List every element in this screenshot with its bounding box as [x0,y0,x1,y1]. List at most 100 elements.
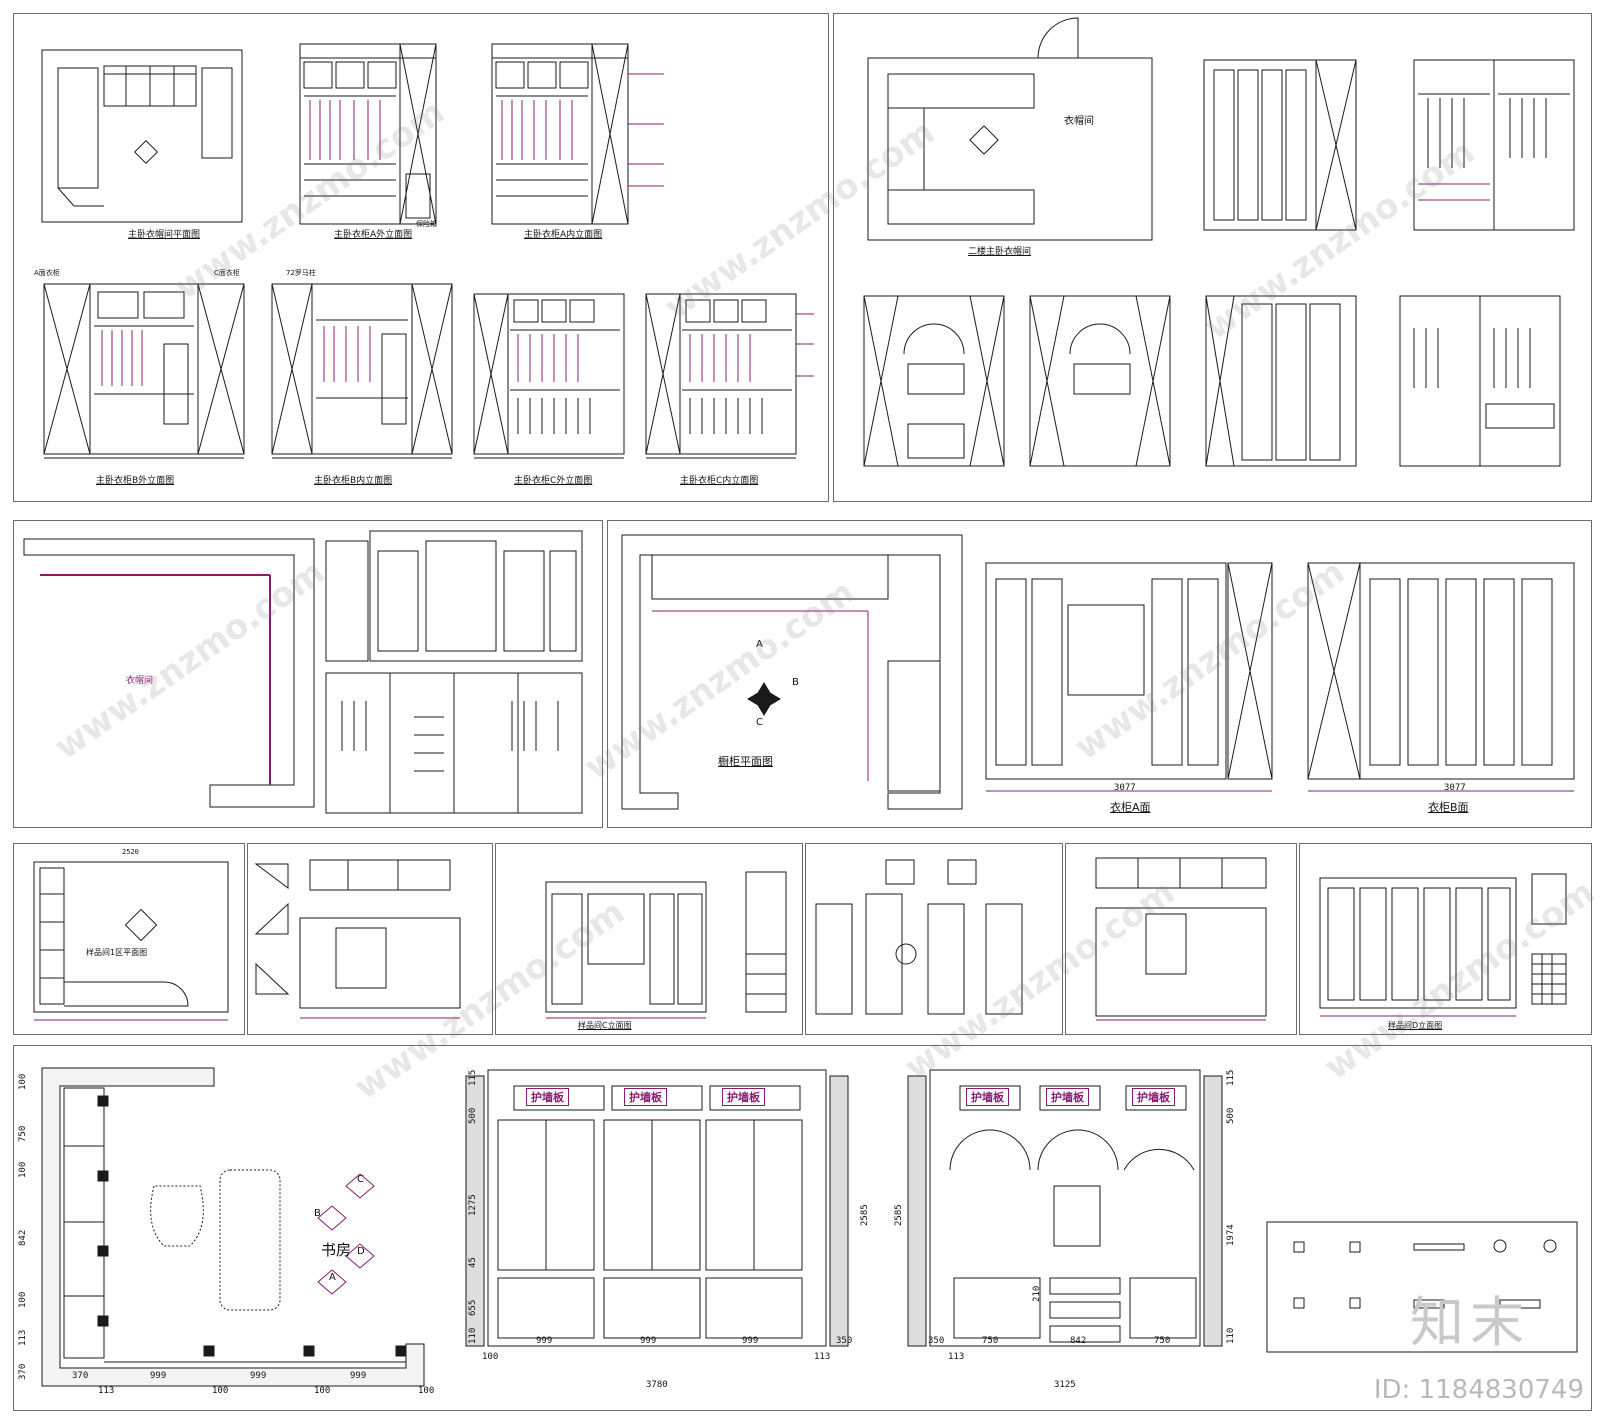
caption-c-in: 主卧衣柜C内立面图 [680,476,759,486]
panel-sample-d: 样品间D立面图 [1299,843,1592,1035]
caption-face-b: 衣柜B面 [1428,801,1469,814]
plan-dim-l4: 100 [18,1291,28,1308]
label-closet-pink: 衣帽间 [126,676,154,686]
panel-second-floor-closet: 二楼主卧衣帽间 衣帽间 [833,13,1592,502]
label-closet-room: 衣帽间 [1064,116,1094,127]
label-roman: 72罗马柱 [286,269,316,277]
elev2-dim-4: 750 [1154,1336,1171,1346]
label-ref-a: A [756,639,763,650]
study-drawings [41,1067,1578,1387]
study-ref-b: B [314,1208,321,1219]
caption-a-out: 主卧衣柜A外立面图 [334,230,413,240]
panel-sample-plan: 样品间1区平面图 2520 [13,843,245,1035]
study-ref-a: A [329,1272,336,1283]
caption-a-in: 主卧衣柜A内立面图 [524,230,603,240]
panel-master-closet: 主卧衣帽间平面图 主卧衣柜A外立面图 主卧衣柜A内立面图 主卧衣柜B外立面图 主… [13,13,829,502]
panel-study: 书房 B C D A 护墙板 护墙板 护墙板 护墙板 护墙板 护墙板 370 1… [13,1045,1592,1411]
elev2-side-0: 115 [1226,1069,1236,1086]
dim-sample-width: 2520 [122,848,139,856]
elev2-dim-2: 750 [982,1336,999,1346]
elev2-side-1: 500 [1226,1107,1236,1124]
sample-plan-drawing [33,861,229,1021]
elev1-dim-3: 999 [742,1336,759,1346]
master-closet-drawings [41,43,814,459]
elev1-side-3: 45 [468,1257,478,1268]
second-floor-drawings [863,17,1575,467]
elev1-side-4: 655 [468,1299,478,1316]
image-id: ID: 1184830749 [1373,1375,1584,1405]
plan-dim-l6: 370 [18,1363,28,1380]
plan-dim-b3: 999 [250,1371,267,1381]
panel-sample-strip-3 [1065,843,1297,1035]
panel-sample-c: 样品间C立面图 [495,843,803,1035]
elev1-height: 2585 [860,1204,870,1226]
plan-dim-b2: 999 [150,1371,167,1381]
elev1-dim-total: 3780 [646,1380,668,1390]
plan-dim-l3: 842 [18,1229,28,1246]
strip-2-drawing [815,859,1023,1015]
plan-dim-l0: 100 [18,1073,28,1090]
strip-3-drawing [1095,857,1267,1021]
caption-sample-c: 样品间C立面图 [578,1021,632,1030]
panel-sample-strip-1 [247,843,493,1035]
strip-1-drawing [254,859,461,1019]
elev1-side-1: 500 [468,1107,478,1124]
label-safe: 保险箱 [416,220,437,228]
caption-plan: 主卧衣帽间平面图 [128,230,201,240]
caption-sample-plan: 样品间1区平面图 [86,948,148,957]
wall-panel-tag-3: 护墙板 [722,1088,765,1106]
dim-total-a: 3077 [1114,783,1136,793]
brand-logo: 知末 [1410,1291,1530,1354]
elev2-dim-1: 113 [948,1352,965,1362]
elev2-dim-3: 842 [1070,1336,1087,1346]
elev2-side-2: 1974 [1226,1224,1236,1246]
cabinet-plan-drawings [621,534,1575,810]
caption-2f-plan: 二楼主卧衣帽间 [968,247,1032,257]
plan-dim-b5: 100 [418,1386,435,1396]
plan-dim-b4: 999 [350,1371,367,1381]
wall-panel-tag-4: 护墙板 [966,1088,1009,1106]
sample-c-drawing [545,871,787,1019]
plan-dim-b5b: 100 [212,1386,229,1396]
label-ref-b: B [792,677,799,688]
caption-face-a: 衣柜A面 [1110,801,1151,814]
elev1-side-0: 115 [468,1069,478,1086]
caption-sample-d: 样品间D立面图 [1388,1021,1443,1030]
wall-panel-tag-2: 护墙板 [624,1088,667,1106]
study-ref-d: D [357,1246,365,1257]
plan-dim-b5c: 100 [314,1386,331,1396]
panel-cabinet-plan: A B C 橱柜平面图 衣柜A面 衣柜B面 3077 3077 [607,520,1592,828]
elev2-dim-total: 3125 [1054,1380,1076,1390]
plan-dim-l1: 750 [18,1125,28,1142]
elev1-dim-1: 999 [536,1336,553,1346]
elev1-side-2: 1275 [468,1194,478,1216]
wall-panel-tag-1: 护墙板 [526,1088,569,1106]
label-bag-a: A面衣柜 [34,269,60,277]
plan-dim-b0: 370 [72,1371,89,1381]
plan-dim-l2: 100 [18,1161,28,1178]
caption-b-in: 主卧衣柜B内立面图 [314,476,393,486]
closet-elevation-drawings [23,530,583,814]
plan-dim-b1: 113 [98,1386,115,1396]
wall-panel-tag-5: 护墙板 [1046,1088,1089,1106]
caption-cabinet-plan: 橱柜平面图 [718,755,773,768]
elev1-dim-2: 999 [640,1336,657,1346]
plan-dim-l5: 113 [18,1329,28,1346]
elev2-dim-0: 350 [928,1336,945,1346]
sample-d-drawing [1319,873,1567,1017]
elev2-height: 2585 [894,1204,904,1226]
label-bag-c: C面衣柜 [214,269,240,277]
elev2-side-3: 110 [1226,1327,1236,1344]
dim-total-b: 3077 [1444,783,1466,793]
label-study: 书房 [321,1241,352,1259]
elev1-dim-5: 350 [836,1336,853,1346]
wall-panel-tag-6: 护墙板 [1132,1088,1175,1106]
elev1-dim-0: 100 [482,1352,499,1362]
elev2-mid: 210 [1032,1285,1042,1302]
panel-closet-elevation: 衣帽间 [13,520,603,828]
panel-sample-strip-2 [805,843,1063,1035]
label-ref-c: C [756,717,763,728]
study-ref-c: C [357,1174,364,1185]
caption-c-out: 主卧衣柜C外立面图 [514,476,593,486]
elev1-side-5: 110 [468,1327,478,1344]
